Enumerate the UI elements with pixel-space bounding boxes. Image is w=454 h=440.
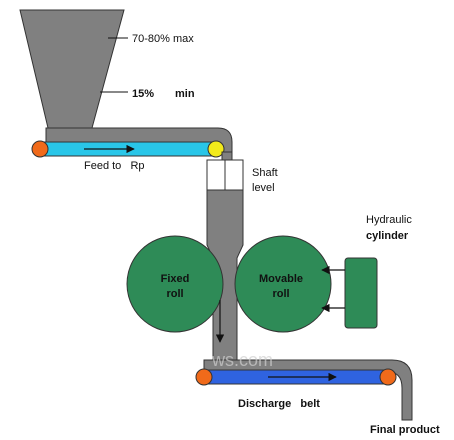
hydraulic-label-2: cylinder xyxy=(366,230,409,242)
feed-pulley-left xyxy=(31,140,49,158)
discharge-pulley-right xyxy=(379,368,397,386)
hydraulic-label-1: Hydraulic xyxy=(366,214,412,226)
min-level-word: min xyxy=(175,88,195,100)
fixed-roll-label-2: roll xyxy=(166,288,183,300)
min-level-value: 15% xyxy=(132,88,154,100)
shaft-level-label-2: level xyxy=(252,182,275,194)
feed-label: Feed to Rp xyxy=(84,160,145,172)
movable-roll xyxy=(234,235,332,333)
fixed-roll-label-1: Fixed xyxy=(161,273,190,285)
feed-pulley-right xyxy=(207,140,225,158)
movable-roll-label-2: roll xyxy=(272,288,289,300)
movable-roll-label-1: Movable xyxy=(259,273,303,285)
discharge-belt-label: Discharge belt xyxy=(238,398,320,410)
max-level-label: 70-80% max xyxy=(132,33,194,45)
discharge-pulley-left xyxy=(195,368,213,386)
feed-hopper xyxy=(19,9,125,129)
hydraulic-cylinder xyxy=(344,257,378,329)
fixed-roll xyxy=(126,235,224,333)
watermark: ws.com xyxy=(211,350,273,370)
shaft-level-label-1: Shaft xyxy=(252,167,278,179)
final-product-label: Final product xyxy=(370,424,440,436)
